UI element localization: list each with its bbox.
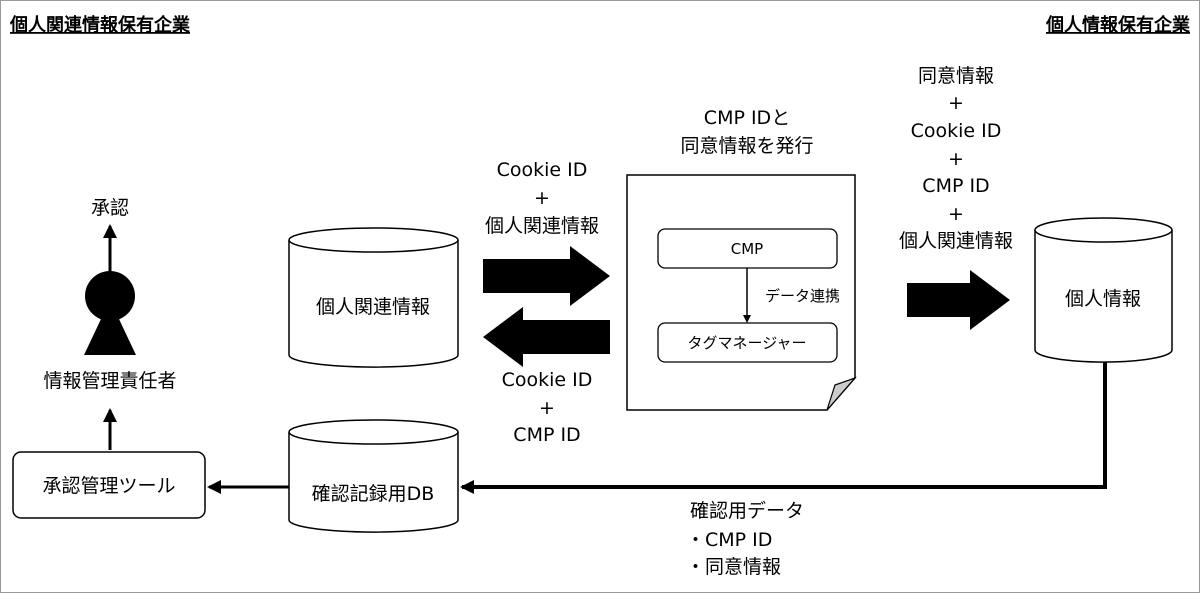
title-right: 個人情報保有企業 <box>1045 14 1191 36</box>
flow-text: 同意情報 <box>918 65 994 87</box>
approval-tool-label: 承認管理ツール <box>42 475 175 497</box>
approval-section: 承認 情報管理責任者 承認管理ツール <box>12 197 206 519</box>
flow-text: CMP ID <box>513 424 580 446</box>
approve-label: 承認 <box>91 197 129 219</box>
flow-text: + <box>948 203 964 225</box>
database-personal-related: 個人関連情報 <box>288 227 459 368</box>
person-head-icon <box>85 271 135 321</box>
database-personal-info: 個人情報 <box>1034 217 1173 363</box>
flow-text: ・同意情報 <box>686 556 781 578</box>
confirmation-data-arrow <box>460 362 1107 494</box>
flow-label-to-personal-info: 同意情報 + Cookie ID + CMP ID + 個人関連情報 <box>899 65 1013 252</box>
cmp-document: CMP IDと 同意情報を発行 CMP データ連携 タグマネージャー <box>626 107 857 411</box>
arrow-right-to-document <box>483 246 610 306</box>
flow-text: CMP ID <box>922 175 989 197</box>
database-label: 個人情報 <box>1065 288 1141 310</box>
document-caption: 同意情報を発行 <box>680 135 813 157</box>
title-left: 個人関連情報保有企業 <box>9 14 191 36</box>
flow-text: ・CMP ID <box>686 529 772 551</box>
arrow-right-to-personal-info <box>907 270 1010 330</box>
database-label: 確認記録用DB <box>312 483 435 505</box>
tag-manager-box <box>657 322 838 363</box>
flow-text: 個人関連情報 <box>899 230 1013 252</box>
flow-text: Cookie ID <box>497 159 588 181</box>
flow-text: Cookie ID <box>911 120 1002 142</box>
document-caption: CMP IDと <box>704 107 790 129</box>
flow-text: + <box>539 397 555 419</box>
manager-label: 情報管理責任者 <box>43 370 176 392</box>
database-label: 個人関連情報 <box>316 296 430 318</box>
arrow-left-from-document <box>483 307 610 367</box>
database-confirmation: 確認記録用DB <box>288 419 459 533</box>
confirmation-data-label: 確認用データ ・CMP ID ・同意情報 <box>686 500 804 578</box>
flow-text: + <box>948 92 964 114</box>
data-link-label: データ連携 <box>765 287 840 305</box>
flow-text: Cookie ID <box>502 369 593 391</box>
flow-text: 確認用データ <box>690 500 804 522</box>
cmp-label: CMP <box>731 240 763 258</box>
flow-text: 個人関連情報 <box>485 215 599 237</box>
person-body-icon <box>84 300 136 355</box>
tag-manager-label: タグマネージャー <box>688 334 807 352</box>
flow-label-from-document: Cookie ID + CMP ID <box>502 369 593 446</box>
flow-label-to-document: Cookie ID + 個人関連情報 <box>485 159 599 237</box>
approval-tool-box <box>12 451 206 519</box>
flow-text: + <box>534 187 550 209</box>
flow-text: + <box>948 148 964 170</box>
folded-corner <box>826 376 857 411</box>
